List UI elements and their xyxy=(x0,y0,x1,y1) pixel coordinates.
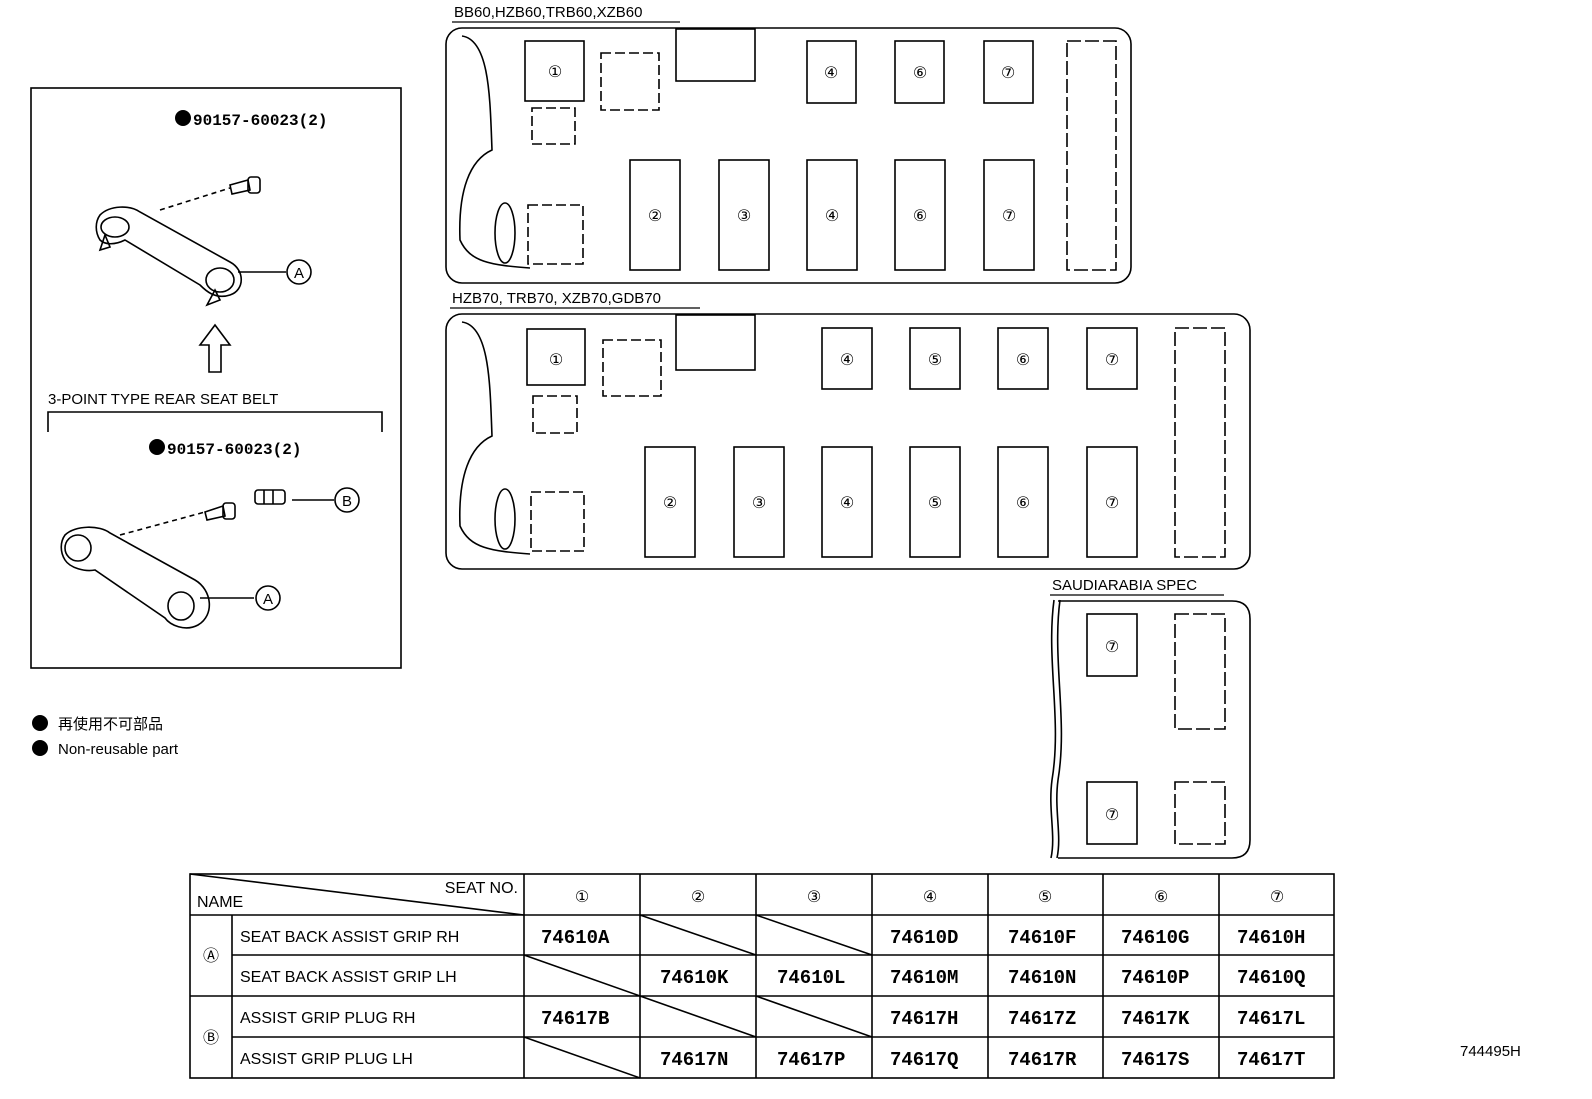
legend-dot-icon xyxy=(32,715,48,731)
seat-number: ⑥ xyxy=(913,63,927,82)
seat-number: ⑦ xyxy=(1002,206,1016,225)
group-mark-b: Ⓑ xyxy=(203,1028,219,1047)
table-row-name: SEAT BACK ASSIST GRIP RH xyxy=(240,929,459,946)
layout1-floorplan xyxy=(445,27,1132,284)
seat-number: ④ xyxy=(824,63,838,82)
part-code: 74617P xyxy=(777,1049,845,1071)
callout-b: B xyxy=(342,493,352,510)
seat-number: ④ xyxy=(825,206,839,225)
part-code: 74617H xyxy=(890,1008,958,1030)
legend-jp: 再使用不可部品 xyxy=(58,716,163,733)
parts-table xyxy=(189,873,1335,1079)
seat-number: ⑦ xyxy=(1105,805,1119,824)
part-code: 74617S xyxy=(1121,1049,1189,1071)
part-number-upper: 90157-60023(2) xyxy=(193,112,327,130)
seat-number: ⑤ xyxy=(928,493,942,512)
part-code: 74610Q xyxy=(1237,967,1305,989)
part-code: 74617Z xyxy=(1008,1008,1076,1030)
seat-number: ⑥ xyxy=(1016,493,1030,512)
layout2-title: HZB70, TRB70, XZB70,GDB70 xyxy=(452,290,661,307)
seat-col-header: ④ xyxy=(923,887,937,906)
seat-number: ④ xyxy=(840,493,854,512)
part-code: 74610N xyxy=(1008,967,1076,989)
table-row-name: ASSIST GRIP PLUG RH xyxy=(240,1010,415,1027)
part-code: 74617T xyxy=(1237,1049,1305,1071)
legend-dot-icon xyxy=(32,740,48,756)
seat-number: ⑦ xyxy=(1105,493,1119,512)
part-code: 74610F xyxy=(1008,927,1076,949)
layout3-title: SAUDIARABIA SPEC xyxy=(1052,577,1197,594)
seat-col-header: ② xyxy=(691,887,705,906)
seat-col-header: ③ xyxy=(807,887,821,906)
seat-number: ① xyxy=(548,62,562,81)
callout-a-lower: A xyxy=(263,591,273,608)
seat-number: ⑥ xyxy=(913,206,927,225)
seat-col-header: ⑦ xyxy=(1270,887,1284,906)
part-code: 74617L xyxy=(1237,1008,1305,1030)
seat-number: ⑦ xyxy=(1105,637,1119,656)
seat-number: ① xyxy=(549,350,563,369)
grip-plug-icon xyxy=(254,489,286,505)
seat-number: ④ xyxy=(840,350,854,369)
table-row: 74617N 74617P 74617Q 74617R 74617S 74617… xyxy=(660,1049,1305,1071)
part-code: 74610A xyxy=(541,927,610,949)
seat-number: ⑤ xyxy=(928,350,942,369)
table-row-name: SEAT BACK ASSIST GRIP LH xyxy=(240,969,457,986)
layout2-seat-numbers: ① ④ ⑤ ⑥ ⑦ ② ③ ④ ⑤ ⑥ ⑦ xyxy=(549,350,1119,512)
non-reusable-dot-icon xyxy=(149,439,165,455)
table-row: 74617B 74617H 74617Z 74617K 74617L xyxy=(541,1008,1305,1030)
table-row: 74610K 74610L 74610M 74610N 74610P 74610… xyxy=(660,967,1305,989)
legend-en: Non-reusable part xyxy=(58,741,179,758)
part-code: 74617K xyxy=(1121,1008,1190,1030)
seat-number: ③ xyxy=(737,206,751,225)
part-number-lower: 90157-60023(2) xyxy=(167,441,301,459)
layout2-floorplan xyxy=(445,313,1251,570)
seat-number: ③ xyxy=(752,493,766,512)
part-code: 74610P xyxy=(1121,967,1189,989)
seat-col-header: ⑤ xyxy=(1038,887,1052,906)
layout3-floorplan xyxy=(1050,599,1251,859)
seat-col-header: ① xyxy=(575,887,589,906)
layout1-title: BB60,HZB60,TRB60,XZB60 xyxy=(454,4,642,21)
non-reusable-dot-icon xyxy=(175,110,191,126)
seat-number: ② xyxy=(663,493,677,512)
seat-number: ⑦ xyxy=(1105,350,1119,369)
part-code: 74610D xyxy=(890,927,958,949)
part-code: 74617Q xyxy=(890,1049,958,1071)
part-code: 74610G xyxy=(1121,927,1189,949)
seat-number: ⑦ xyxy=(1001,63,1015,82)
callout-a-upper: A xyxy=(294,265,304,282)
assist-grip-icon xyxy=(95,206,243,307)
detail-panel xyxy=(30,87,402,669)
seat-col-header: ⑥ xyxy=(1154,887,1168,906)
table-row-name: ASSIST GRIP PLUG LH xyxy=(240,1051,413,1068)
seat-belt-label: 3-POINT TYPE REAR SEAT BELT xyxy=(48,391,278,408)
table-row: 74610A 74610D 74610F 74610G 74610H xyxy=(541,927,1305,949)
part-code: 74617B xyxy=(541,1008,609,1030)
table-seat-col-headers: ① ② ③ ④ ⑤ ⑥ ⑦ xyxy=(575,887,1284,906)
part-code: 74617N xyxy=(660,1049,728,1071)
part-code: 74617R xyxy=(1008,1049,1077,1071)
part-code: 74610K xyxy=(660,967,729,989)
seat-number: ⑥ xyxy=(1016,350,1030,369)
assist-grip-icon xyxy=(60,526,211,629)
screw-icon xyxy=(229,176,261,195)
part-code: 74610H xyxy=(1237,927,1305,949)
group-mark-a: Ⓐ xyxy=(203,946,219,965)
seat-number: ② xyxy=(648,206,662,225)
table-name-header: NAME xyxy=(197,894,243,911)
arrow-up-icon xyxy=(198,323,232,373)
screw-icon xyxy=(204,502,236,521)
table-seat-header: SEAT NO. xyxy=(445,880,518,897)
figure-id: 744495H xyxy=(1460,1043,1521,1060)
part-code: 74610L xyxy=(777,967,845,989)
part-code: 74610M xyxy=(890,967,958,989)
layout1-seat-numbers: ① ④ ⑥ ⑦ ② ③ ④ ⑥ ⑦ xyxy=(548,62,1016,225)
